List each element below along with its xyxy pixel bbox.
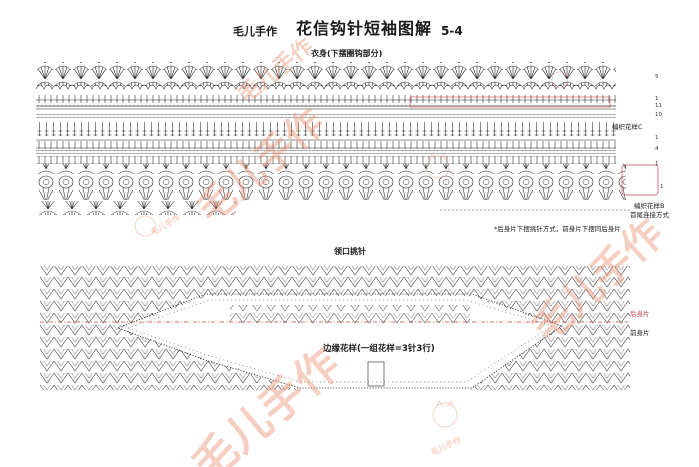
section-neckline-heading: 领口挑针 <box>334 247 366 256</box>
pattern-c-label: 编织花样C <box>612 123 643 131</box>
row-number: 11 <box>655 103 662 109</box>
section-body-heading: 衣身(下摆圈钩部分) <box>311 49 383 58</box>
cat-stamp-icon <box>134 71 569 428</box>
back-piece-label: 后身片 <box>630 310 650 318</box>
diagram-title: 花信钩针短袖图解 <box>296 19 433 38</box>
body-hem-chart <box>36 62 659 215</box>
section-edging-heading: 边缘花样(一组花样=3针3行) <box>323 344 435 354</box>
front-piece-label: 前身片 <box>630 329 650 337</box>
row-number: 1 <box>660 184 664 190</box>
row-number: 4 <box>655 146 659 152</box>
row-number: 5 <box>655 74 659 80</box>
pattern-b-label: 编织花样B <box>634 202 665 210</box>
joining-method-label: 首尾连接方式 <box>630 211 669 219</box>
page-number: 5-4 <box>441 24 463 38</box>
row-number: 10 <box>655 112 662 118</box>
row-number: 1 <box>655 161 659 167</box>
row-number: 1 <box>655 135 659 141</box>
brand-name: 毛儿手作 <box>233 25 277 38</box>
neckline-chart <box>40 266 630 390</box>
row-number: 1 <box>655 96 659 102</box>
hem-note: *后身片下摆挑针方式，前身片下摆同后身片 <box>494 225 621 233</box>
